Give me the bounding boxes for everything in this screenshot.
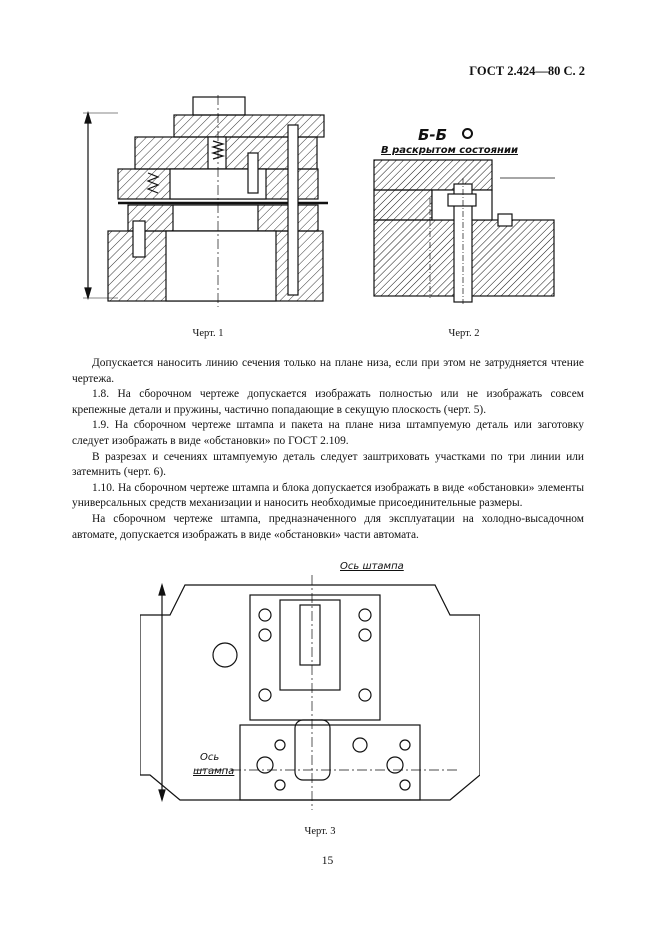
axis-label-left-2: штампа: [193, 766, 235, 777]
body-text: Допускается наносить линию сечения тольк…: [72, 356, 584, 543]
section-title: Б-Б: [418, 126, 448, 144]
section-view-icon: [462, 128, 473, 139]
paragraph: Допускается наносить линию сечения тольк…: [72, 357, 584, 385]
page-header: ГОСТ 2.424—80 С. 2: [469, 64, 585, 78]
figure-2-drawing: [373, 159, 555, 304]
paragraph: В разрезах и сечениях штампуемую деталь …: [72, 450, 584, 479]
figure-1-caption: Черт. 1: [192, 328, 224, 339]
section-subtitle: В раскрытом состоянии: [381, 145, 518, 156]
paragraph: 1.10. На сборочном чертеже штампа и блок…: [72, 481, 584, 510]
page-number: 15: [321, 855, 334, 867]
paragraph: 1.8. На сборочном чертеже допускается из…: [72, 388, 584, 416]
figure-1-drawing: [83, 95, 328, 307]
paragraph: На сборочном чертеже штампа, предназначе…: [72, 512, 584, 541]
axis-label-top: Ось штампа: [340, 561, 404, 572]
figure-3-caption: Черт. 3: [304, 826, 336, 837]
figure-2-caption: Черт. 2: [448, 328, 480, 339]
figure-3-drawing: [140, 575, 480, 810]
axis-label-left-1: Ось: [200, 752, 220, 763]
paragraph: 1.9. На сборочном чертеже штампа и пакет…: [72, 419, 584, 447]
